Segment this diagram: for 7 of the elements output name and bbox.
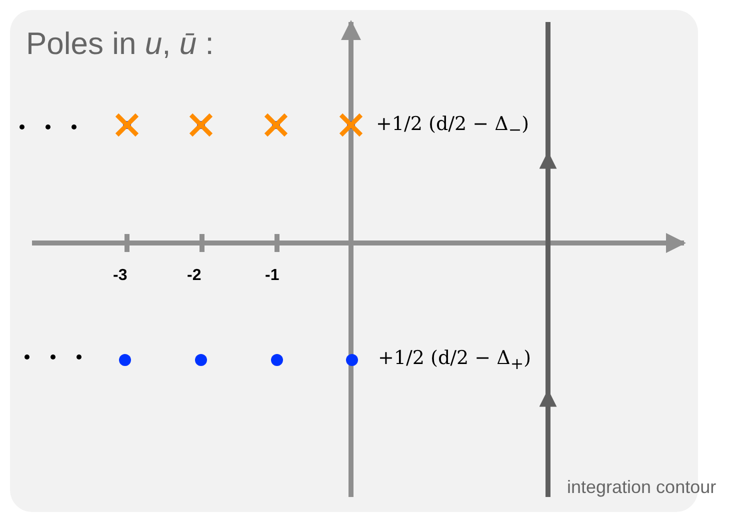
pole-formula: +1/2 (d/2 − Δ$_{+}$) (378, 349, 532, 372)
tick-label: -3 (113, 268, 128, 284)
tick-label: -2 (187, 268, 202, 284)
title: Poles in u, ū : (26, 28, 214, 59)
contour-label: integration contour (567, 478, 716, 496)
tick-label: -1 (265, 268, 280, 284)
pole-formula: +1/2 (d/2 − Δ$_{−}$) (376, 115, 530, 138)
